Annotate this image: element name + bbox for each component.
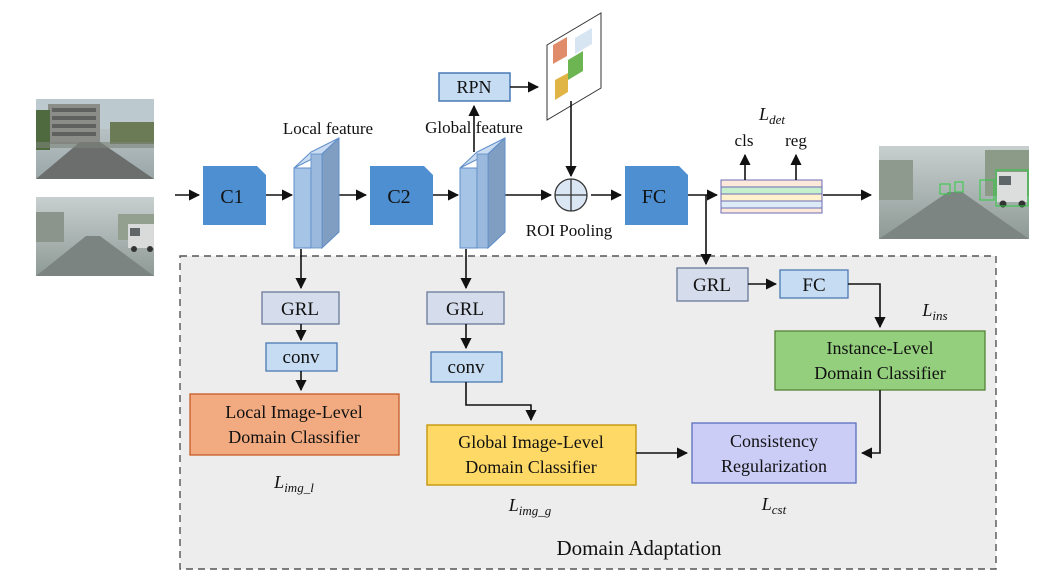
loss-det: Ldet [758, 104, 785, 127]
roi-pooling-node [554, 178, 588, 212]
local-grl-box [261, 291, 340, 325]
local-classifier-line1: Local Image-Level [225, 402, 362, 422]
arrow-ins-fc-classifier [848, 283, 886, 329]
consistency-line2: Regularization [721, 456, 827, 476]
loss-ins: Lins [921, 300, 947, 323]
consistency-box [691, 422, 857, 484]
loss-img-l: Limg_l [273, 472, 314, 495]
global-conv-box [430, 351, 503, 383]
local-classifier-line2: Domain Classifier [228, 427, 359, 447]
global-classifier-box [426, 424, 637, 486]
consistency-line1: Consistency [730, 431, 818, 451]
detection-head [720, 179, 823, 214]
arrow-global-conv-classifier [465, 382, 537, 422]
ins-fc-label: FC [802, 275, 825, 296]
global-conv-label: conv [448, 357, 485, 378]
local-grl-label: GRL [281, 299, 319, 320]
ins-grl-label: GRL [693, 275, 731, 296]
ins-grl-box [676, 267, 749, 302]
source-image [36, 99, 154, 179]
fc-label: FC [642, 186, 666, 208]
instance-classifier-line2: Domain Classifier [814, 363, 945, 383]
local-conv-label: conv [283, 347, 320, 368]
instance-classifier-box [774, 330, 986, 391]
global-feature-map [459, 136, 506, 250]
target-image [36, 197, 154, 276]
local-classifier-box [189, 393, 400, 456]
local-feature-map [293, 136, 340, 250]
loss-cst: Lcst [761, 494, 787, 517]
roi-pooling-label: ROI Pooling [526, 221, 613, 240]
output-image [879, 146, 1029, 239]
c2-block: C2 [370, 166, 433, 225]
reg-label: reg [785, 131, 807, 150]
c1-block: C1 [203, 166, 266, 225]
cls-label: cls [735, 131, 754, 150]
global-classifier-line1: Global Image-Level [458, 432, 603, 452]
domain-adaptation-title: Domain Adaptation [556, 536, 722, 560]
rpn-box [438, 72, 511, 102]
global-grl-label: GRL [446, 299, 484, 320]
c1-label: C1 [220, 186, 243, 208]
ins-fc-box [779, 269, 849, 299]
global-classifier-line2: Domain Classifier [465, 457, 596, 477]
local-feature-label: Local feature [283, 119, 373, 138]
arrow-instance-consistency [860, 390, 881, 459]
loss-img-g: Limg_g [508, 495, 552, 518]
c2-label: C2 [387, 186, 410, 208]
fc-block: FC [625, 166, 688, 225]
instance-classifier-line1: Instance-Level [827, 338, 934, 358]
rpn-label: RPN [456, 77, 491, 97]
proposals-card [546, 12, 602, 121]
